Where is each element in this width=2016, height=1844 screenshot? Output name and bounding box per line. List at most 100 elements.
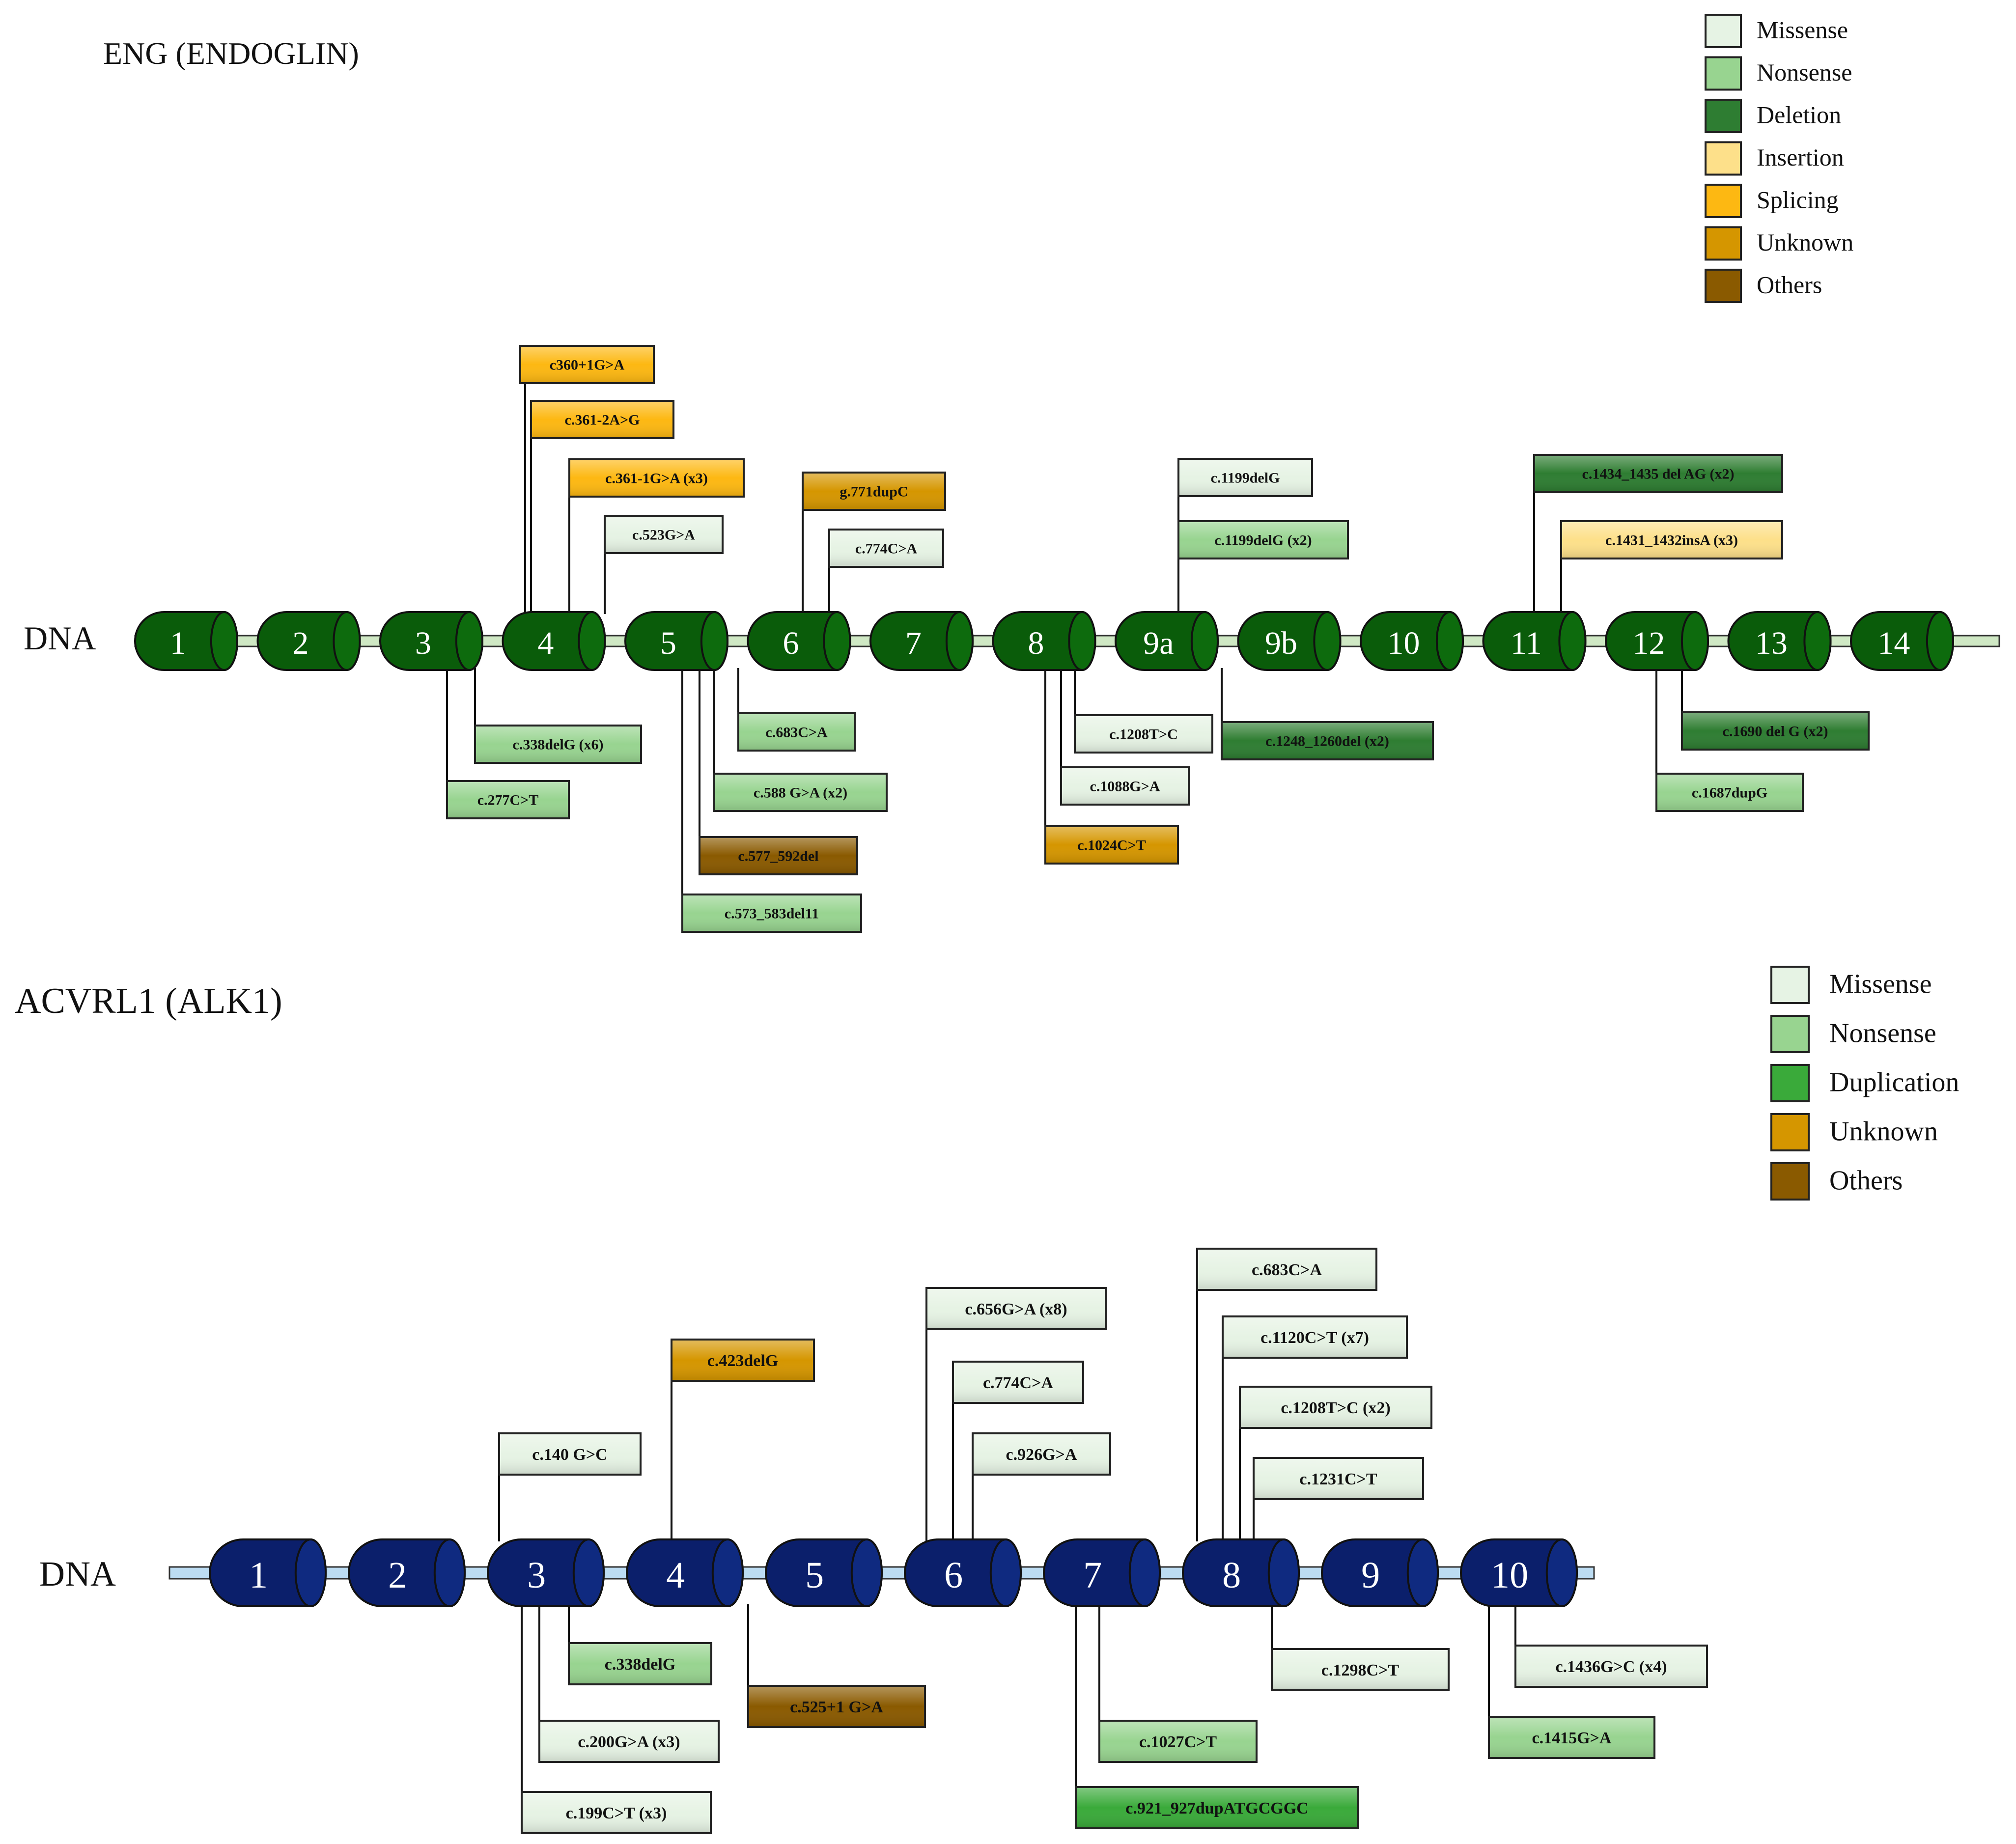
exon-cap — [333, 611, 361, 671]
exon-label: 3 — [527, 1555, 546, 1596]
exon-label: 2 — [388, 1555, 407, 1596]
legend-item-unknown: Unknown — [1770, 1113, 1938, 1151]
mutation-label-c-1248-1260del-x2: c.1248_1260del (x2) — [1221, 721, 1434, 760]
exon-6: 6 — [747, 611, 851, 671]
legend-swatch-unknown — [1705, 226, 1742, 261]
exon-label: 9a — [1143, 625, 1174, 661]
mutation-label-c-525-1-g-a: c.525+1 G>A — [747, 1685, 926, 1728]
legend-item-insertion: Insertion — [1705, 141, 1844, 176]
legend-label: Missense — [1829, 969, 1932, 999]
mutation-text: c.573_583del11 — [725, 906, 819, 922]
acvrl1-dna-label: DNA — [39, 1554, 116, 1593]
exon-label: 14 — [1877, 625, 1910, 661]
mutation-text: c.1415G>A — [1532, 1729, 1612, 1747]
exon-cap — [850, 1538, 883, 1607]
mutation-text: c.577_592del — [738, 848, 818, 865]
mutation-box-shade — [672, 1341, 813, 1380]
mutation-label-c-1687dupg: c.1687dupG — [1655, 773, 1804, 812]
mutation-box-shade — [749, 1687, 924, 1726]
exon-13: 13 — [1727, 611, 1832, 671]
legend-label: Duplication — [1829, 1067, 1959, 1097]
mutation-text: c.361-2A>G — [565, 412, 640, 428]
mutation-text: c.338delG (x6) — [513, 737, 604, 753]
mutation-text: c.588 G>A (x2) — [754, 785, 847, 801]
legend-swatch-nonsense — [1705, 56, 1742, 91]
exon-2: 2 — [256, 611, 361, 671]
exon-4: 4 — [502, 611, 606, 671]
legend-label: Others — [1757, 271, 1822, 299]
mutation-box-shade — [1224, 1317, 1406, 1357]
exon-cap — [989, 1538, 1022, 1607]
exon-14: 14 — [1850, 611, 1954, 671]
mutation-text: c.1199delG — [1211, 470, 1280, 486]
legend-label: Splicing — [1757, 186, 1839, 214]
legend-item-duplication: Duplication — [1770, 1064, 1959, 1102]
exon-label: 5 — [660, 625, 676, 661]
exon-cap — [945, 611, 974, 671]
mutation-box-shade — [448, 782, 568, 817]
mutation-text: c.774C>A — [855, 541, 918, 557]
exon-label: 9 — [1361, 1555, 1380, 1596]
exon-cap — [1926, 611, 1954, 671]
exon-10: 10 — [1460, 1538, 1578, 1607]
mutation-label-c-1208t-c-x2: c.1208T>C (x2) — [1239, 1386, 1432, 1429]
exon-label: 6 — [783, 625, 799, 661]
mutation-text: c.1027C>T — [1139, 1733, 1217, 1751]
exon-cap — [1558, 611, 1587, 671]
legend-label: Insertion — [1757, 143, 1844, 171]
mutation-text: c.1231C>T — [1299, 1470, 1377, 1488]
exon-8: 8 — [1182, 1538, 1300, 1607]
mutation-box-shade — [739, 714, 854, 750]
eng-legend: MissenseNonsenseDeletionInsertionSplicin… — [1705, 14, 1853, 303]
mutation-label-c-338delg-x6: c.338delG (x6) — [474, 725, 642, 764]
exon-12: 12 — [1605, 611, 1709, 671]
mutation-label-c-423delg: c.423delG — [671, 1339, 815, 1382]
mutation-label-c-1415g-a: c.1415G>A — [1488, 1716, 1655, 1759]
mutation-text: c.525+1 G>A — [790, 1698, 883, 1716]
mutation-text: c.200G>A (x3) — [578, 1733, 680, 1751]
legend-swatch-splicing — [1705, 184, 1742, 218]
exon-label: 10 — [1491, 1555, 1528, 1596]
exon-cap — [1267, 1538, 1300, 1607]
legend-swatch-nonsense — [1770, 1015, 1810, 1053]
mutation-text: c.1208T>C — [1109, 726, 1178, 743]
exon-label: 11 — [1511, 625, 1542, 661]
mutation-label-c-338delg: c.338delG — [568, 1642, 712, 1685]
exon-label: 8 — [1028, 625, 1044, 661]
mutation-box-shade — [521, 347, 653, 382]
exon-9b: 9b — [1237, 611, 1342, 671]
exon-cap — [1190, 611, 1219, 671]
mutation-label-c-1298c-t: c.1298C>T — [1271, 1648, 1450, 1691]
exon-cap — [1128, 1538, 1161, 1607]
exon-cap — [210, 611, 239, 671]
legend-label: Missense — [1757, 16, 1848, 44]
exon-8: 8 — [992, 611, 1096, 671]
legend-swatch-missense — [1705, 14, 1742, 48]
exon-5: 5 — [624, 611, 728, 671]
exon-label: 8 — [1222, 1555, 1241, 1596]
mutation-box-shade — [1100, 1722, 1256, 1761]
legend-item-splicing: Splicing — [1705, 184, 1839, 218]
exon-9a: 9a — [1115, 611, 1219, 671]
exon-cap — [455, 611, 484, 671]
mutation-label-c-1088g-a: c.1088G>A — [1060, 766, 1190, 806]
legend-item-others: Others — [1770, 1162, 1903, 1201]
mutation-text: c.774C>A — [983, 1374, 1054, 1392]
mutation-label-c-1208t-c: c.1208T>C — [1074, 714, 1213, 754]
mutation-label-c-277c-t: c.277C>T — [446, 780, 570, 819]
exon-label: 5 — [805, 1555, 824, 1596]
exon-3: 3 — [487, 1538, 605, 1607]
mutation-box-shade — [476, 726, 640, 762]
eng-title: ENG (ENDOGLIN) — [103, 36, 359, 71]
exon-cap — [1803, 611, 1832, 671]
mutation-label-c-1231c-t: c.1231C>T — [1253, 1457, 1424, 1500]
mutation-box-shade — [830, 531, 942, 566]
eng-mutation-labels: c360+1G>Ac.361-2A>Gc.361-1G>A (x3)c.523G… — [446, 345, 1870, 933]
legend-item-nonsense: Nonsense — [1705, 56, 1852, 91]
exon-cap — [1406, 1538, 1439, 1607]
exon-7: 7 — [1043, 1538, 1161, 1607]
legend-item-deletion: Deletion — [1705, 99, 1841, 133]
exon-cap — [578, 611, 606, 671]
